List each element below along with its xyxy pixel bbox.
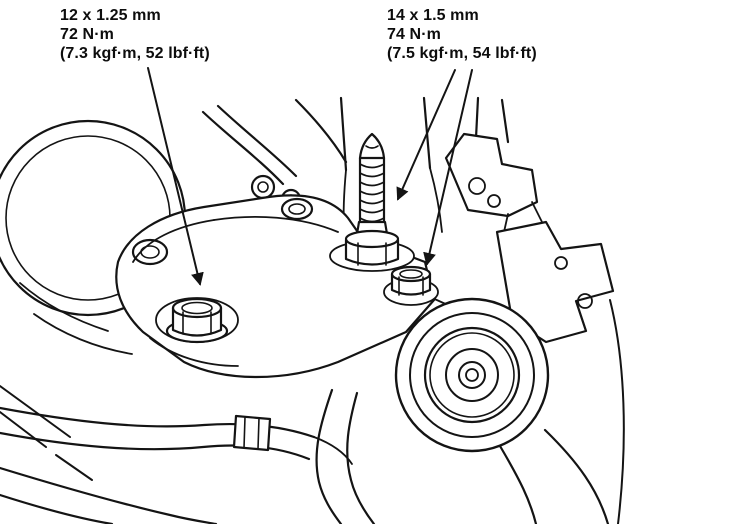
mount-bolt <box>165 297 229 344</box>
coolant-pipe <box>201 104 302 210</box>
idler-pulley <box>394 295 610 524</box>
right-torque-arrow-upper <box>396 69 456 201</box>
torque-callout-left: 12 x 1.25 mm 72 N·m (7.3 kgf·m, 52 lbf·f… <box>60 6 210 63</box>
mount-nut <box>383 265 439 306</box>
bolt-size-label: 12 x 1.25 mm <box>60 7 161 24</box>
torque-alt-label: (7.5 kgf·m, 54 lbf·ft) <box>387 45 537 62</box>
torque-value-label: 72 N·m <box>60 26 114 43</box>
torque-value-label: 74 N·m <box>387 26 441 43</box>
hoses <box>0 282 376 524</box>
leader-arrows <box>147 67 473 286</box>
upper-housing <box>444 132 543 233</box>
torque-callout-right: 14 x 1.5 mm 74 N·m (7.5 kgf·m, 54 lbf·ft… <box>387 6 537 63</box>
bolt-size-label: 14 x 1.5 mm <box>387 7 479 24</box>
side-bracket <box>495 220 625 524</box>
right-torque-arrow-lower <box>423 69 473 266</box>
torque-alt-label: (7.3 kgf·m, 52 lbf·ft) <box>60 45 210 62</box>
left-torque-arrow <box>147 67 204 286</box>
stud-bolt <box>329 132 415 272</box>
